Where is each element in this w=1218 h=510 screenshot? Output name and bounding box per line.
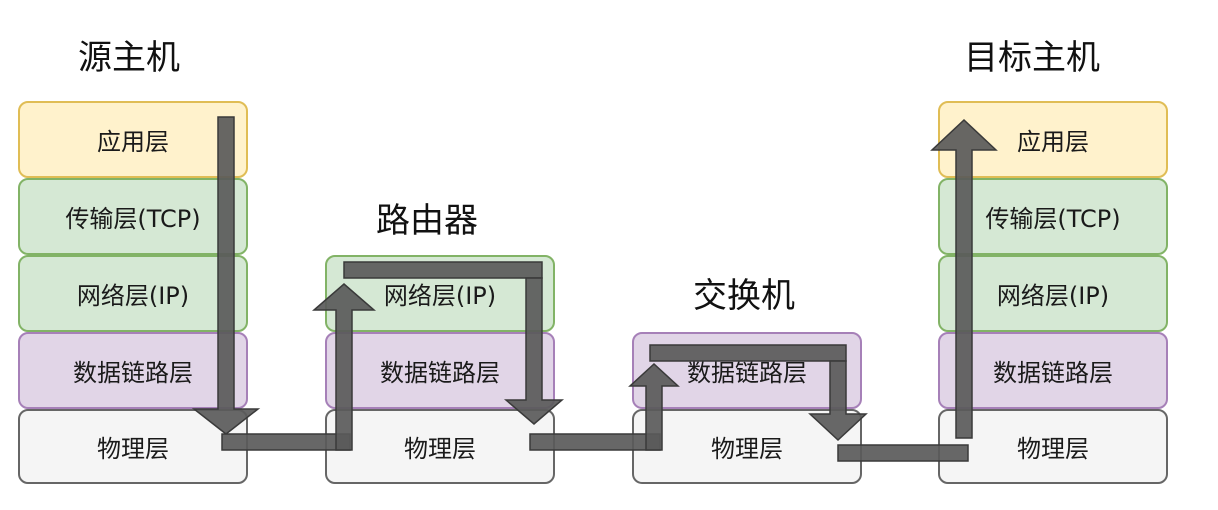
destination-physical-layer: 物理层 xyxy=(938,409,1168,484)
router-datalink-layer: 数据链路层 xyxy=(325,332,555,409)
switch-physical-layer: 物理层 xyxy=(632,409,862,484)
source-datalink-layer: 数据链路层 xyxy=(18,332,248,409)
router-physical-layer: 物理层 xyxy=(325,409,555,484)
source-physical-layer: 物理层 xyxy=(18,409,248,484)
source-network-layer: 网络层(IP) xyxy=(18,255,248,332)
switch-title: 交换机 xyxy=(693,276,795,316)
source-host-title: 源主机 xyxy=(78,38,180,78)
source-transport-layer: 传输层(TCP) xyxy=(18,178,248,255)
router-network-layer: 网络层(IP) xyxy=(325,255,555,332)
destination-datalink-layer: 数据链路层 xyxy=(938,332,1168,409)
source-application-layer: 应用层 xyxy=(18,101,248,178)
destination-host-title: 目标主机 xyxy=(964,38,1100,78)
destination-network-layer: 网络层(IP) xyxy=(938,255,1168,332)
switch-datalink-layer: 数据链路层 xyxy=(632,332,862,409)
destination-application-layer: 应用层 xyxy=(938,101,1168,178)
router-title: 路由器 xyxy=(376,201,478,241)
destination-transport-layer: 传输层(TCP) xyxy=(938,178,1168,255)
